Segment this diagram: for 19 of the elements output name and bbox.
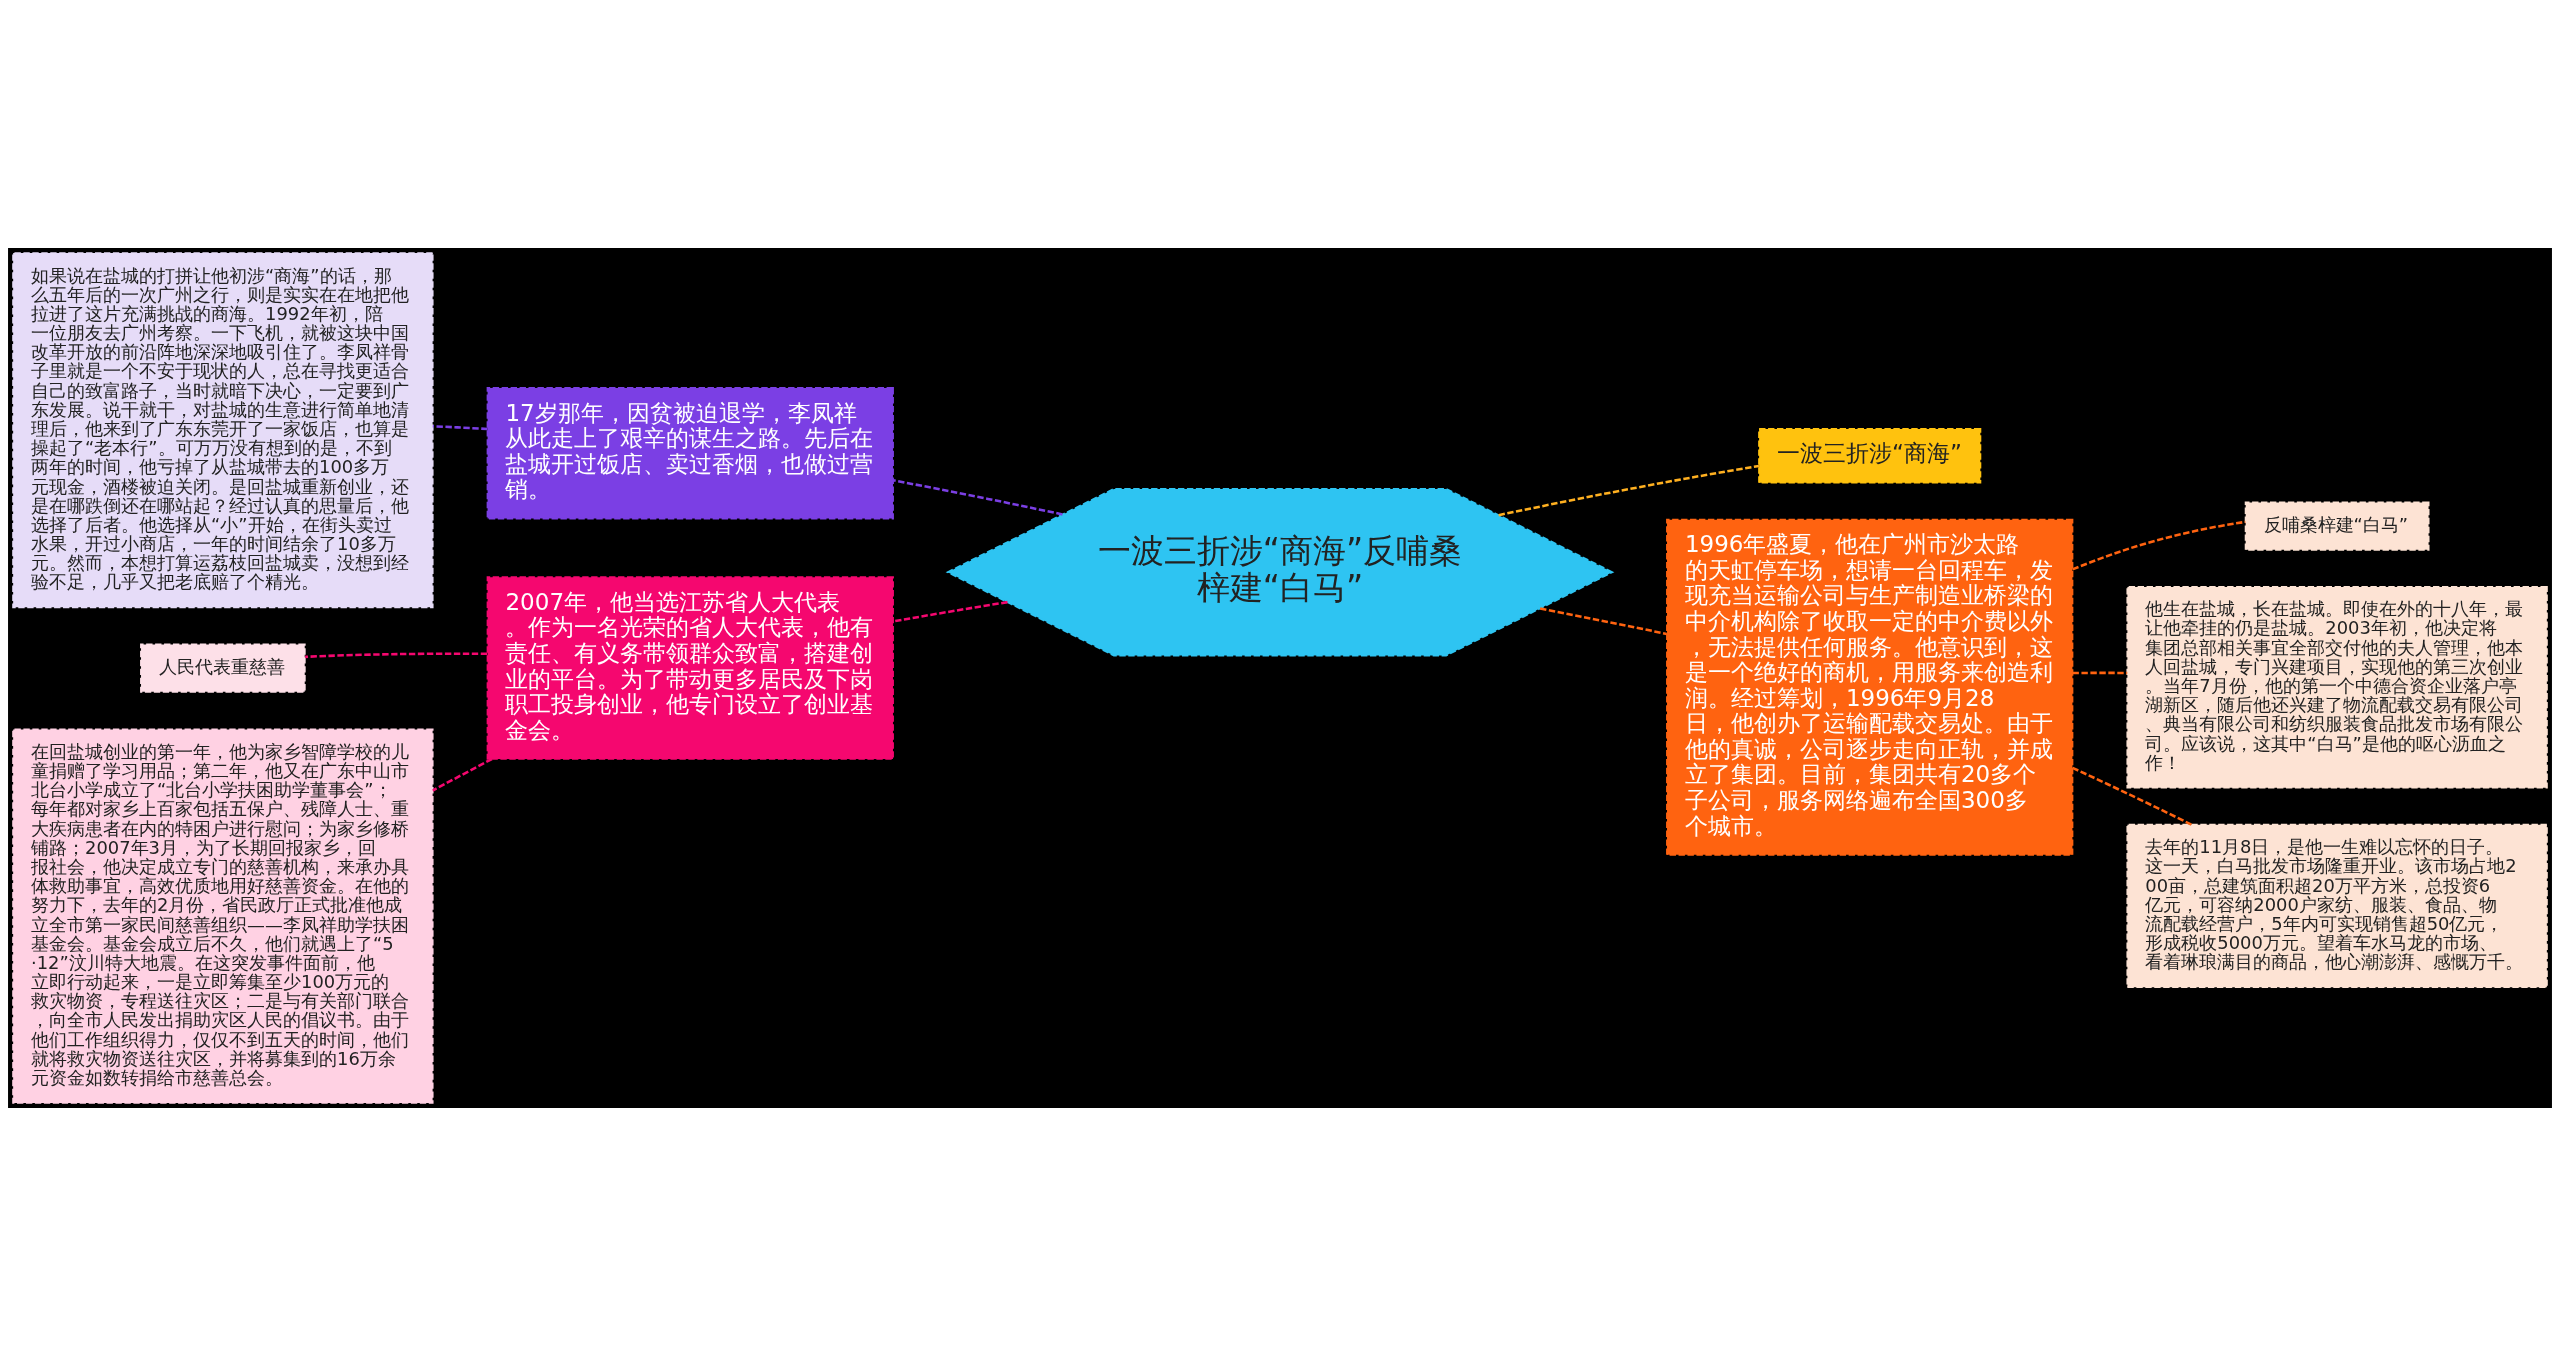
connector: [305, 651, 488, 658]
node-box: 2007年，他当选江苏省人大代表。作为一名光荣的省人大代表，他有责任、有义务带领群众致富，搭建创业的平台。为了带动更多居民及下岗职工投身创业，他专门设立了创业基金会。: [486, 575, 894, 760]
node-box: 如果说在盐城的打拼让他初涉“商海”的话，那么五年后的一次广州之行，则是实实在在地把他拉进了这片充满挑战的商海。1992年初，陪一位朋友去广州考察。一下飞机，就被这块中国改革开放的前沿阵地深深地吸引住了。李凤祥骨子里就是一个不安于现状的人，总在寻找更适合自己的致富路子，当时就暗下决心，一定要到广东发展。说干就干，对盐城的生意进行简单地清理后，他来到了广东东莞开了一家饭店，也算是操起了“老本行”。可万万没有想到的是，不到两年的时间，他亏掉了从盐城带去的100多万元现金，酒楼被迫关闭。是回盐城重新创业，还是在哪跌倒还在哪站起？经过认真的思量后，他选择了后者。他选择从“小”开始，在街头卖过水果，开过小商店，一年的时间结余了10多万元。然而，本想打算运荔枝回盐城卖，没想到经验不足，几乎又把老底赔了个精光。: [12, 251, 434, 608]
connector: [893, 478, 1063, 516]
connector: [1498, 464, 1760, 516]
connector: [2072, 766, 2193, 826]
node-box: 人民代表重慈善: [140, 642, 306, 693]
node-box: 在回盐城创业的第一年，他为家乡智障学校的儿童捐赠了学习用品；第二年，他又在广东中山市北台小学成立了“北台小学扶困助学董事会”；每年都对家乡上百家包括五保户、残障人士、重大疾病患者在内的特困户进行慰问；为家乡修桥铺路；2007年3月，为了长期回报家乡，回报社会，他决定成立专门的慈善机构，来承办具体救助事宜，高效优质地用好慈善资金。在他的努力下，去年的2月份，省民政厅正式批准他成立全市第一家民间慈善组织——李凤祥助学扶困基金会。基金会成立后不久，他们就遇上了“5·12”汶川特大地震。在这突发事件面前，他立即行动起来，一是立即筹集至少100万元的救灾物资，专程送往灾区；二是与有关部门联合，向全市人民发出捐助灾区人民的倡议书。由于他们工作组织得力，仅仅不到五天的时间，他们就将救灾物资送往灾区，并将募集到的16万余元资金如数转捐给市慈善总会。: [12, 728, 434, 1104]
node-box: 他生在盐城，长在盐城。即使在外的十八年，最让他牵挂的仍是盐城。2003年初，他决定将集团总部相关事宜全部交付他的夫人管理，他本人回盐城，专门兴建项目，实现他的第三次创业。当年7月份，他的第一个中德合资企业落户亭湖新区，随后他还兴建了物流配载交易有限公司、典当有限公司和纺织服装食品批发市场有限公司。应该说，这其中“白马”是他的呕心沥血之作！: [2126, 585, 2548, 789]
connector: [432, 424, 488, 430]
connector: [2072, 671, 2128, 674]
node-box: 17岁那年，因贫被迫退学，李凤祥从此走上了艰辛的谋生之路。先后在盐城开过饭店、卖过香烟，也做过营销。: [486, 386, 894, 519]
node-box: 1996年盛夏，他在广州市沙太路的天虹停车场，想请一台回程车，发现充当运输公司与生产制造业桥梁的中介机构除了收取一定的中介费以外，无法提供任何服务。他意识到，这是一个绝好的商机，用服务来创造利润。经过筹划，1996年9月28日，他创办了运输配载交易处。由于他的真诚，公司逐步走向正轨，并成立了集团。目前，集团共有20多个子公司，服务网络遍布全国300多个城市。: [1666, 518, 2074, 856]
node-box: 去年的11月8日，是他一生难以忘怀的日子。这一天，白马批发市场隆重开业。该市场占地200亩，总建筑面积超20万平方米，总投资6亿元，可容纳2000户家纺、服装、食品、物流配载经营户，5年内可实现销售超50亿元，形成税收5000万元。望着车水马龙的市场、看着琳琅满目的商品，他心潮澎湃、感慨万千。: [2126, 823, 2548, 988]
connector: [1539, 606, 1667, 635]
node-box: 反哺桑梓建“白马”: [2244, 501, 2430, 551]
connector: [893, 600, 1008, 623]
connector: [432, 757, 493, 792]
node-box: 一波三折涉“商海”: [1758, 427, 1982, 484]
